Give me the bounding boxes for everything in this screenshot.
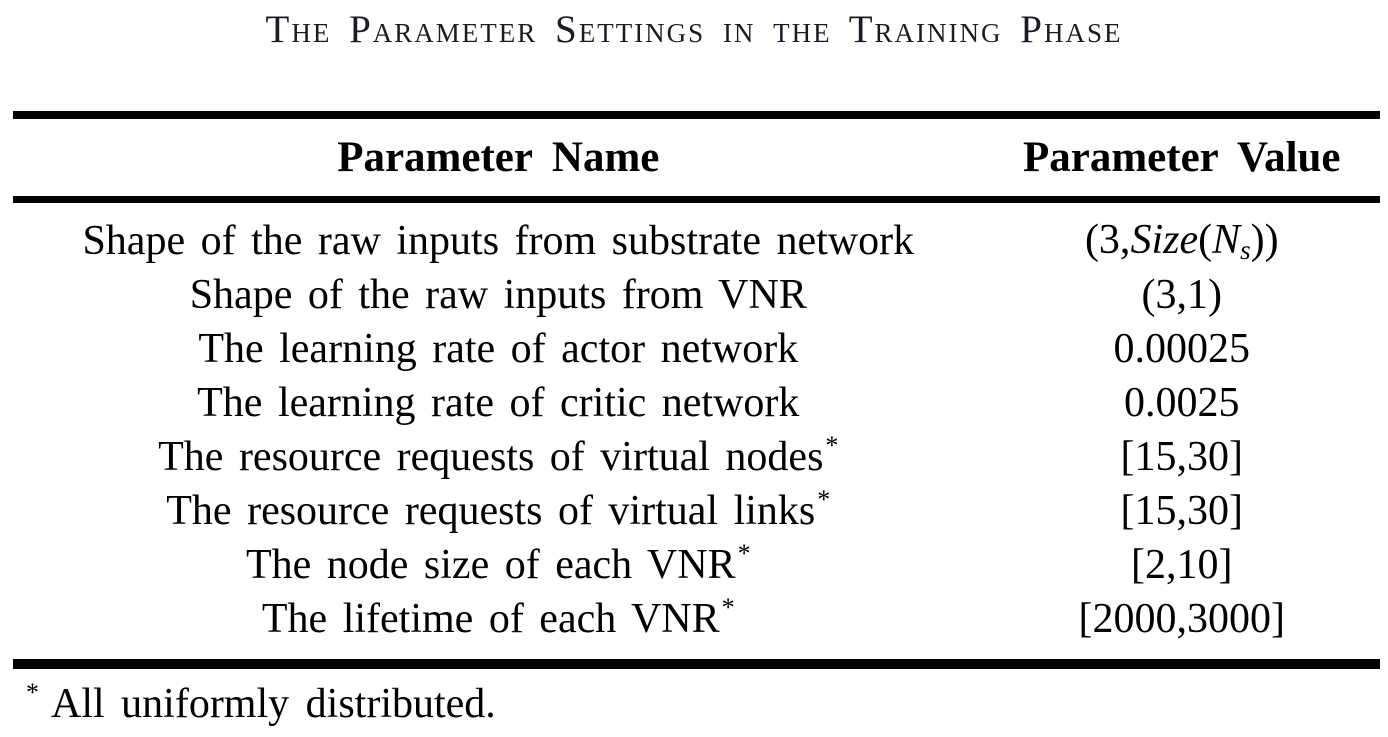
row-parameter-name: The lifetime of each VNR* — [261, 593, 735, 643]
table-header-row: Parameter Name Parameter Value — [13, 119, 1380, 196]
row-parameter-value: [15,30] — [1120, 488, 1244, 534]
uniform-distribution-marker: * — [737, 539, 751, 568]
row-parameter-name: The node size of each VNR* — [245, 539, 751, 589]
footnote-marker: * — [26, 678, 39, 707]
paper-table-figure: The Parameter Settings in the Training P… — [0, 6, 1388, 729]
row-parameter-name: Shape of the raw inputs from VNR — [189, 272, 807, 318]
table-row: The node size of each VNR* [2,10] — [13, 538, 1380, 592]
row-parameter-value: [2,10] — [1131, 542, 1233, 588]
table-row: The resource requests of virtual nodes* [… — [13, 430, 1380, 484]
table-row: The learning rate of critic network 0.002… — [13, 376, 1380, 430]
uniform-distribution-marker: * — [721, 593, 735, 622]
parameters-table: Parameter Name Parameter Value Shape of … — [13, 111, 1380, 669]
row-parameter-name: The learning rate of critic network — [197, 380, 800, 426]
table-body: Shape of the raw inputs from substrate n… — [13, 203, 1380, 659]
row-parameter-value: (3,Size(Ns)) — [1084, 217, 1279, 265]
row-parameter-value: 0.0025 — [1124, 380, 1240, 426]
table-row: The lifetime of each VNR* [2000,3000] — [13, 592, 1380, 646]
row-parameter-name: Shape of the raw inputs from substrate n… — [82, 218, 915, 264]
row-parameter-value: (3,1) — [1141, 272, 1223, 318]
table-bottom-rule — [13, 659, 1380, 669]
row-parameter-value: [15,30] — [1120, 434, 1244, 480]
row-parameter-name: The resource requests of virtual nodes* — [158, 431, 839, 481]
table-row: The learning rate of actor network 0.0002… — [13, 322, 1380, 376]
table-caption: The Parameter Settings in the Training P… — [265, 8, 1123, 51]
table-header-rule — [13, 196, 1380, 203]
uniform-distribution-marker: * — [825, 431, 839, 460]
row-parameter-name: The resource requests of virtual links* — [166, 485, 831, 535]
table-row: The resource requests of virtual links* [… — [13, 484, 1380, 538]
row-parameter-value: 0.00025 — [1113, 326, 1251, 372]
column-header-parameter-value: Parameter Value — [1023, 134, 1341, 181]
table-footnote: * All uniformly distributed. — [26, 679, 1388, 729]
column-header-parameter-name: Parameter Name — [337, 134, 660, 181]
table-row: Shape of the raw inputs from substrate n… — [13, 214, 1380, 268]
row-parameter-name: The learning rate of actor network — [198, 326, 799, 372]
table-top-rule — [13, 111, 1380, 119]
table-row: Shape of the raw inputs from VNR (3,1) — [13, 268, 1380, 322]
footnote-text: All uniformly distributed. — [51, 681, 496, 727]
row-parameter-value: [2000,3000] — [1078, 596, 1286, 642]
uniform-distribution-marker: * — [817, 485, 831, 514]
